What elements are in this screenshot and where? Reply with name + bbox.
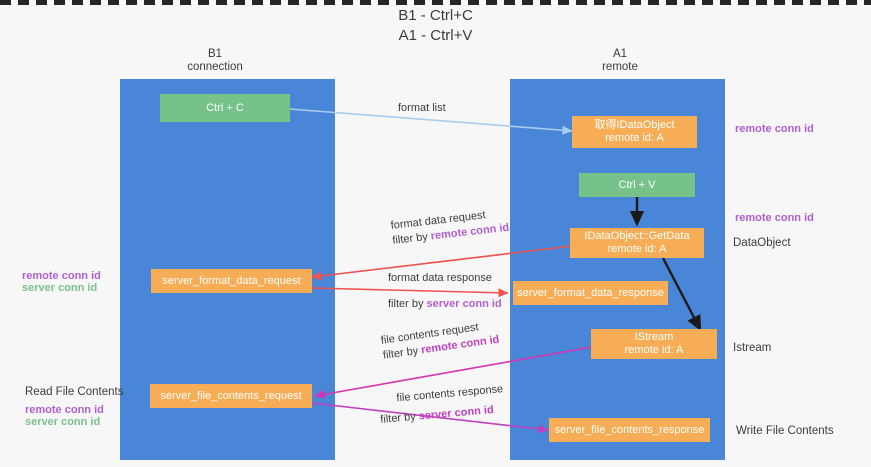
node-server-format-data-request-label: server_format_data_request [162,274,301,287]
edge-label-format-data-response: format data response filter by server co… [388,271,502,312]
filter-by-prefix-4: filter by [379,410,420,426]
annotation-left-remote-conn-id-bottom: remote conn id [25,404,104,416]
filter-by-prefix-1: filter by [391,230,432,247]
annotation-right-dataobject: DataObject [733,237,791,249]
node-ctrl-c[interactable]: Ctrl + C [160,94,290,122]
lane-header-b1-line1: B1 [207,48,223,60]
annotation-left-read-file-contents: Read File Contents [25,386,124,398]
annotation-right-remote-conn-id-top: remote conn id [735,123,814,135]
edge-file-contents-request [314,346,593,399]
annotation-left-server-conn-id-bottom: server conn id [25,416,101,428]
annotation-left-server-conn-id-mid: server conn id [22,282,98,294]
node-idataobject-line2: remote id: A [605,132,664,144]
node-server-file-contents-request[interactable]: server_file_contents_request [150,384,312,408]
node-server-format-data-request[interactable]: server_format_data_request [151,269,312,293]
annotation-right-remote-conn-id-mid: remote conn id [735,212,814,224]
annotation-right-istream: Istream [733,342,772,354]
edge-file-contents-response [311,402,549,434]
title-line-1: B1 - Ctrl+C [398,7,473,24]
lane-header-a1-line1: A1 [612,48,628,60]
edge-getdata-to-istream [661,257,702,332]
lane-header-b1-line2: connection [187,61,243,73]
lane-header-b1: B1 connection [150,48,280,74]
page-title: B1 - Ctrl+C A1 - Ctrl+V [0,6,871,46]
lane-header-a1-line2: remote [602,61,638,73]
lane-header-a1: A1 remote [555,48,685,74]
edge-format-list [276,107,573,135]
node-server-format-data-response[interactable]: server_format_data_response [513,281,668,305]
annotation-right-write-file-contents: Write File Contents [736,425,834,437]
filter-key-server-conn-id-1: server conn id [426,298,502,310]
title-line-2: A1 - Ctrl+V [398,27,473,44]
node-idataobject-getdata[interactable]: IDataObject::GetData remote id: A [570,228,704,258]
annotation-left-remote-conn-id-mid: remote conn id [22,270,101,282]
edge-format-data-response [311,287,509,298]
edge-label-format-data-response-line2: filter by server conn id [388,297,502,312]
filter-by-prefix-3: filter by [382,344,423,362]
edge-label-format-data-response-line1: format data response [388,272,492,284]
edge-format-data-request [311,245,573,281]
node-getdata-line1: IDataObject::GetData [584,230,690,242]
node-getdata-line2: remote id: A [607,243,667,255]
node-ctrl-v-label: Ctrl + V [618,178,656,191]
node-server-file-contents-response-label: server_file_contents_response [554,423,705,436]
edge-label-format-list: format list [398,102,446,114]
node-ctrl-c-label: Ctrl + C [206,101,244,114]
node-idataobject[interactable]: 取得IDataObject remote id: A [572,116,697,148]
filter-by-prefix-2: filter by [388,298,427,310]
node-server-file-contents-request-label: server_file_contents_request [160,389,302,402]
node-server-format-data-response-label: server_format_data_response [517,286,664,299]
node-istream-line2: remote id: A [624,344,684,356]
node-idataobject-line1: 取得IDataObject [594,119,675,131]
node-ctrl-v[interactable]: Ctrl + V [579,173,695,197]
node-istream-line1: IStream [634,331,674,343]
node-istream[interactable]: IStream remote id: A [591,329,717,359]
node-server-file-contents-response[interactable]: server_file_contents_response [549,418,710,442]
